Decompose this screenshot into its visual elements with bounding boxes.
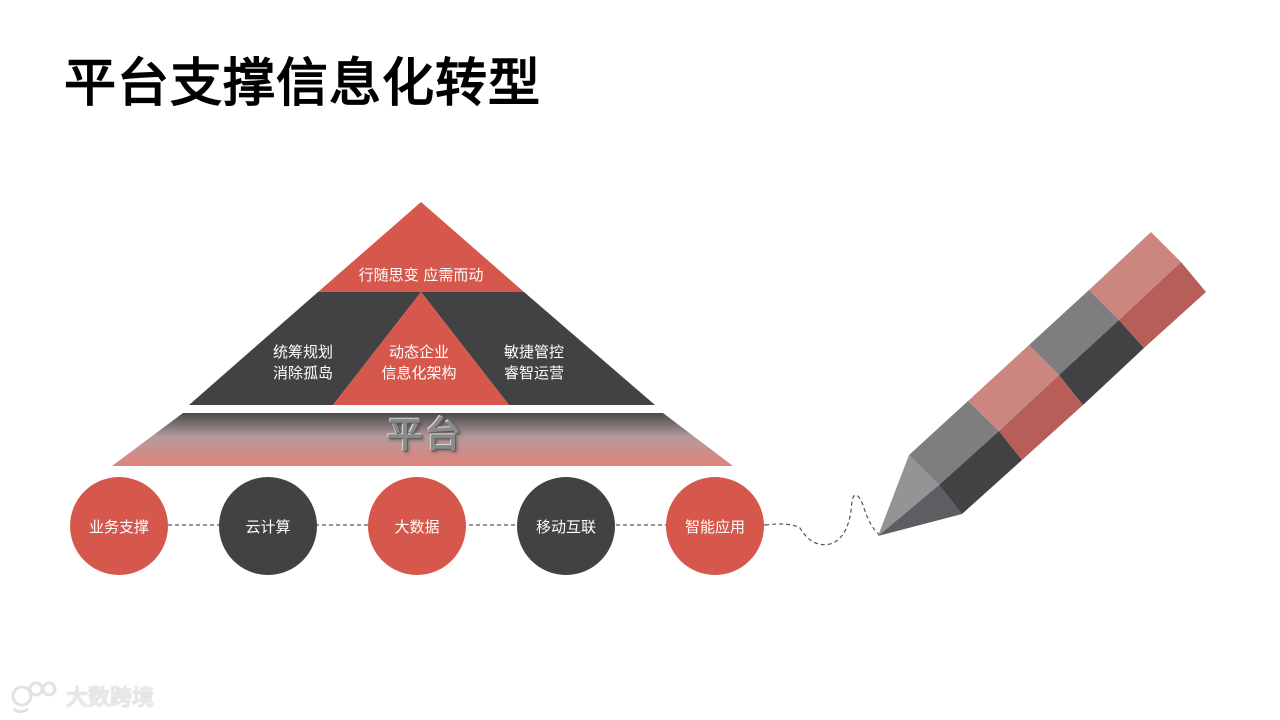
node-label-smart: 智能应用 — [665, 517, 765, 537]
pyramid-center-line-1: 动态企业 — [369, 342, 469, 363]
pyramid-left-line-2: 消除孤岛 — [253, 363, 353, 384]
pyramid-left-line-1: 统筹规划 — [253, 342, 353, 363]
platform-label: 平台 — [360, 410, 490, 462]
node-label-bigdata: 大数据 — [367, 517, 467, 537]
squiggle-line — [765, 495, 880, 545]
pencil-icon — [878, 232, 1206, 536]
watermark-logo-icon — [10, 676, 58, 716]
pyramid-top-label: 行随思变 应需而动 — [346, 265, 496, 286]
node-label-mobile: 移动互联 — [516, 517, 616, 537]
watermark: 大数跨境 — [10, 676, 154, 716]
pyramid-right-label: 敏捷管控 睿智运营 — [484, 342, 584, 384]
watermark-text: 大数跨境 — [66, 680, 154, 712]
pyramid-right-line-2: 睿智运营 — [484, 363, 584, 384]
node-label-cloud: 云计算 — [218, 517, 318, 537]
pyramid-right-line-1: 敏捷管控 — [484, 342, 584, 363]
node-label-business: 业务支撑 — [69, 517, 169, 537]
pyramid-left-label: 统筹规划 消除孤岛 — [253, 342, 353, 384]
pyramid-center-line-2: 信息化架构 — [369, 363, 469, 384]
pyramid-center-label: 动态企业 信息化架构 — [369, 342, 469, 384]
